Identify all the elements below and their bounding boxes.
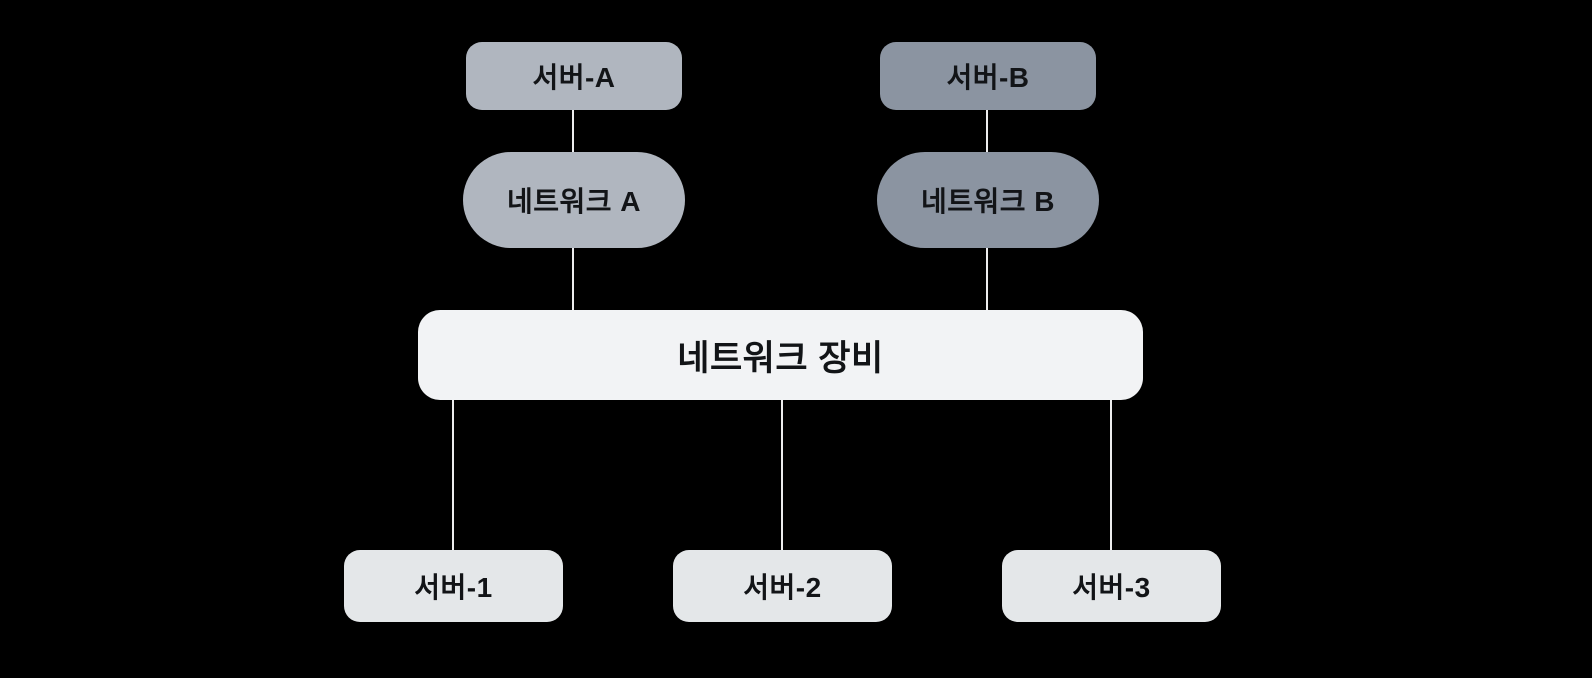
node-server-b-label: 서버-B [946, 62, 1030, 93]
node-server-2: 서버-2 [673, 550, 892, 622]
edge-network-device-to-server-3 [1110, 400, 1112, 550]
node-server-3: 서버-3 [1002, 550, 1221, 622]
node-network-b: 네트워크 B [877, 152, 1099, 248]
edge-network-a-to-network-device [572, 248, 574, 310]
node-network-device: 네트워크 장비 [418, 310, 1143, 400]
node-server-a: 서버-A [466, 42, 682, 110]
node-network-device-label: 네트워크 장비 [677, 338, 884, 378]
node-server-a-label: 서버-A [532, 62, 616, 93]
node-network-a-label: 네트워크 A [506, 186, 642, 217]
node-network-a: 네트워크 A [463, 152, 685, 248]
node-network-b-label: 네트워크 B [920, 186, 1056, 217]
edge-server-a-to-network-a [572, 110, 574, 152]
edge-network-device-to-server-2 [781, 400, 783, 550]
node-server-1: 서버-1 [344, 550, 563, 622]
edge-network-device-to-server-1 [452, 400, 454, 550]
edge-network-b-to-network-device [986, 248, 988, 310]
node-server-3-label: 서버-3 [1072, 572, 1151, 603]
node-server-b: 서버-B [880, 42, 1096, 110]
edge-server-b-to-network-b [986, 110, 988, 152]
node-server-2-label: 서버-2 [743, 572, 822, 603]
node-server-1-label: 서버-1 [414, 572, 493, 603]
